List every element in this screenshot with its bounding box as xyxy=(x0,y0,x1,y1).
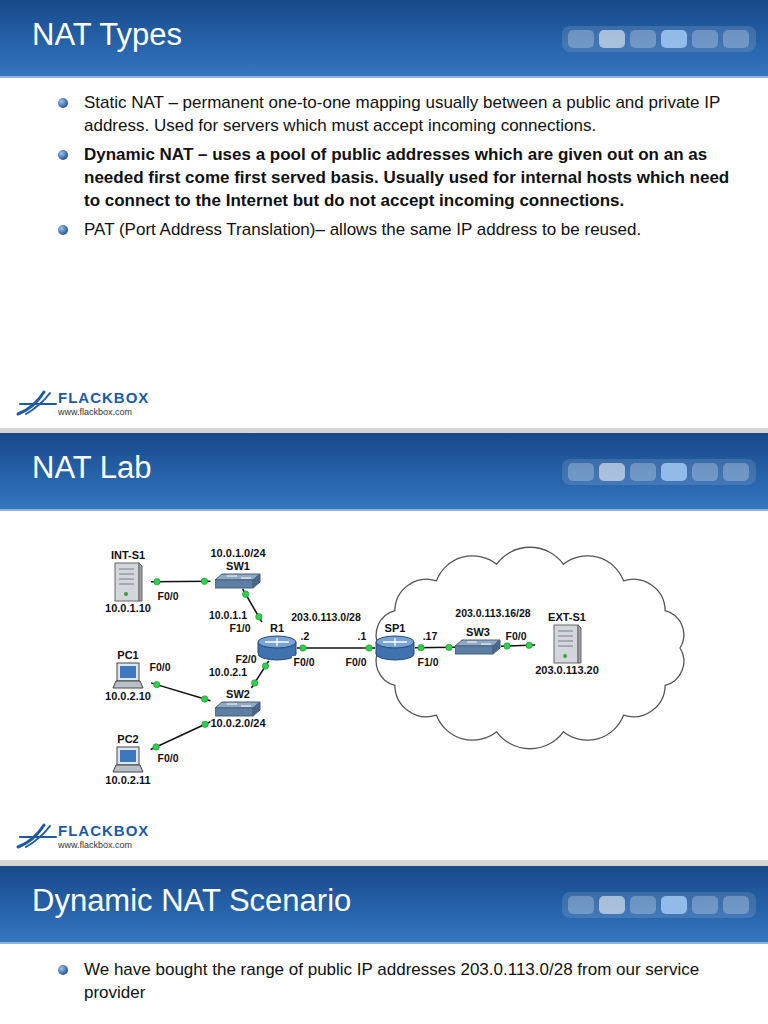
device-label: 10.0.2.0/24 xyxy=(210,717,265,730)
device-label: SW2 xyxy=(226,688,250,701)
bullet-text: Dynamic NAT – uses a pool of public addr… xyxy=(84,143,734,212)
port-dot xyxy=(300,645,306,651)
provider-cloud xyxy=(376,547,684,749)
subnet-label: 203.0.113.16/28 xyxy=(454,607,531,619)
logo-url: www.flackbox.com xyxy=(58,407,132,417)
device-label: 10.0.1.0/24 xyxy=(210,547,265,560)
logo-wordmark: FLACKBOX xyxy=(58,389,149,406)
interface-label: F0/0 xyxy=(156,590,179,602)
switch-icon xyxy=(455,639,501,655)
device-switch: 10.0.1.0/24SW1 xyxy=(210,547,265,589)
slide-title-bar: Dynamic NAT Scenario xyxy=(0,866,768,944)
flackbox-logo xyxy=(18,825,56,847)
device-label: PC2 xyxy=(117,733,138,746)
slide-title: NAT Types xyxy=(0,0,768,53)
interface-label: .2 xyxy=(300,630,311,642)
device-switch: SW3 xyxy=(455,626,501,655)
interface-label: F0/0 xyxy=(156,752,179,764)
server-icon xyxy=(113,562,143,602)
device-router: SP1 xyxy=(375,622,415,661)
slide-title-bar: NAT Lab xyxy=(0,433,768,511)
port-dot xyxy=(262,663,268,669)
interface-label: F2/0 xyxy=(234,653,257,665)
bullet-dot xyxy=(58,98,68,108)
device-label: R1 xyxy=(270,622,284,635)
bullet-text: We have bought the range of public IP ad… xyxy=(84,958,734,1004)
bullet-dot xyxy=(58,225,68,235)
interface-label: F1/0 xyxy=(416,656,439,668)
logo-wordmark: FLACKBOX xyxy=(58,822,149,839)
device-label: SW3 xyxy=(466,626,490,639)
slide-title: NAT Lab xyxy=(0,433,768,486)
slide-panel xyxy=(0,866,768,1024)
interface-label: F1/0 xyxy=(228,622,251,634)
port-dot xyxy=(418,644,424,650)
port-dot xyxy=(154,579,160,585)
slide-title-bar: NAT Types xyxy=(0,0,768,78)
device-pc: PC1 10.0.2.10 xyxy=(105,649,151,703)
bullet-text: Static NAT – permanent one-to-one mappin… xyxy=(84,91,734,137)
device-label: 10.0.1.10 xyxy=(105,602,151,615)
device-label: SP1 xyxy=(385,622,406,635)
network-link xyxy=(151,722,211,750)
port-dot xyxy=(526,642,532,648)
port-dot xyxy=(201,578,207,584)
port-dot xyxy=(366,645,372,651)
flackbox-logo xyxy=(18,392,56,414)
switch-icon xyxy=(215,573,261,589)
device-label: 10.0.2.11 xyxy=(105,774,150,787)
slide-title: Dynamic NAT Scenario xyxy=(0,866,768,919)
router-icon xyxy=(375,635,415,661)
port-dot xyxy=(202,721,208,727)
port-dot xyxy=(202,696,208,702)
device-server: INT-S1 10.0.1.10 xyxy=(105,549,151,615)
slide-panel xyxy=(0,433,768,860)
network-link xyxy=(251,661,268,688)
interface-label: 10.0.1.1 xyxy=(208,609,248,621)
interface-label: 10.0.2.1 xyxy=(208,666,248,678)
device-label: INT-S1 xyxy=(111,549,145,562)
router-icon xyxy=(257,635,297,661)
header-decoration xyxy=(560,457,760,487)
port-dot xyxy=(256,614,262,620)
port-dot xyxy=(504,643,510,649)
slide-panel xyxy=(0,0,768,428)
interface-label: .1 xyxy=(357,630,368,642)
port-dot xyxy=(446,644,452,650)
interface-label: F0/0 xyxy=(292,656,315,668)
interface-label: F0/0 xyxy=(148,661,171,673)
device-pc: PC2 10.0.2.11 xyxy=(105,733,150,787)
server-icon xyxy=(552,624,582,664)
bullet-dot xyxy=(58,150,68,160)
device-label: SW1 xyxy=(226,560,250,573)
bullet-dot xyxy=(58,965,68,975)
port-dot xyxy=(153,681,159,687)
bullet-text: PAT (Port Address Translation)– allows t… xyxy=(84,218,734,241)
device-label: 203.0.113.20 xyxy=(535,664,599,677)
pc-icon xyxy=(112,662,144,690)
interface-label: .17 xyxy=(422,630,439,642)
device-router: R1 xyxy=(257,622,297,661)
pc-icon xyxy=(112,746,144,774)
device-label: 10.0.2.10 xyxy=(105,690,151,703)
port-dot xyxy=(242,591,248,597)
header-decoration xyxy=(560,24,760,54)
header-decoration xyxy=(560,890,760,920)
port-dot xyxy=(251,680,257,686)
subnet-label: 203.0.113.0/28 xyxy=(290,611,362,623)
switch-icon xyxy=(215,701,261,717)
device-switch: SW2 10.0.2.0/24 xyxy=(210,688,265,730)
logo-url: www.flackbox.com xyxy=(58,840,132,850)
network-link xyxy=(297,647,375,649)
port-dot xyxy=(153,744,159,750)
device-server: EXT-S1 203.0.113.20 xyxy=(535,611,599,677)
interface-label: F0/0 xyxy=(504,630,527,642)
interface-label: F0/0 xyxy=(344,656,367,668)
device-label: PC1 xyxy=(117,649,138,662)
device-label: EXT-S1 xyxy=(548,611,586,624)
